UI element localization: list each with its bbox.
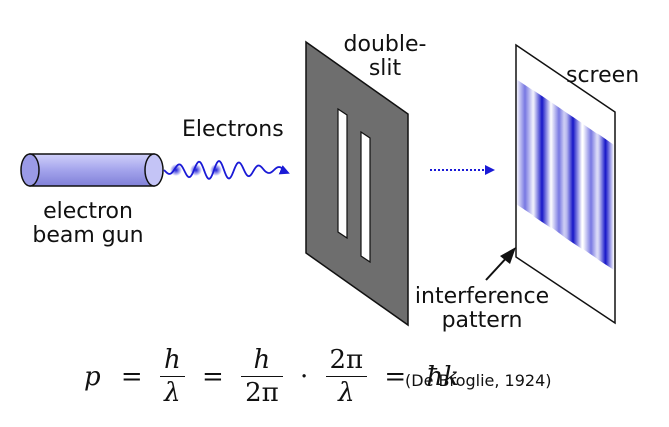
gun-label-line1: electron <box>43 199 133 224</box>
slit-plate <box>305 40 409 327</box>
formula-equals: = <box>120 361 143 392</box>
electrons-label: Electrons <box>182 117 284 142</box>
fringe <box>583 124 599 260</box>
formula-dot: · <box>299 361 309 392</box>
formula-p: p <box>84 361 101 392</box>
pattern-label: interference pattern <box>402 285 562 333</box>
fraction-denominator: 2π <box>245 378 279 408</box>
fringe <box>564 111 582 249</box>
fraction-h-over-lambda: h λ <box>159 344 185 409</box>
screen-label: screen <box>566 63 640 88</box>
slit-label: double- slit <box>330 33 440 81</box>
slit-opening <box>360 130 371 264</box>
gun-body <box>29 153 155 187</box>
gun-label: electron beam gun <box>18 200 158 248</box>
de-broglie-formula: p = h λ = h 2π · 2π λ = ħk <box>78 344 465 409</box>
interference-fringes <box>516 79 614 270</box>
fraction-denominator: λ <box>164 378 181 408</box>
detection-screen <box>515 43 616 325</box>
pattern-label-line2: pattern <box>441 308 523 333</box>
gun-back-cap <box>20 153 40 187</box>
wave-line <box>163 160 290 180</box>
fringe <box>551 102 567 239</box>
pattern-pointer <box>485 247 516 281</box>
double-slit-plate <box>305 40 409 327</box>
pointer-head <box>500 247 516 264</box>
gun-front-cap <box>144 153 164 187</box>
reference-citation: (De Broglie, 1924) <box>405 371 552 390</box>
fraction-2pi-over-lambda: 2π λ <box>325 344 368 409</box>
slit-opening <box>337 107 348 240</box>
fringe <box>533 90 551 228</box>
electron-beam-gun <box>20 153 164 187</box>
fraction-numerator: h <box>159 344 185 377</box>
formula-equals: = <box>384 361 407 392</box>
formula-equals: = <box>202 361 224 392</box>
slit-label-line2: slit <box>368 56 402 81</box>
fringe <box>516 79 534 216</box>
electron-wave <box>163 160 290 180</box>
formula-hbar-k: ħk <box>426 361 459 392</box>
fraction-denominator: λ <box>338 378 355 408</box>
gun-label-line2: beam gun <box>32 223 144 248</box>
fraction-numerator: h <box>241 344 283 377</box>
fringe <box>597 133 614 270</box>
fraction-h-over-2pi: h 2π <box>241 344 283 409</box>
slit-label-line1: double- <box>343 32 427 57</box>
electron-dot <box>170 164 182 176</box>
pattern-label-line1: interference <box>414 284 550 309</box>
fraction-numerator: 2π <box>325 344 368 377</box>
